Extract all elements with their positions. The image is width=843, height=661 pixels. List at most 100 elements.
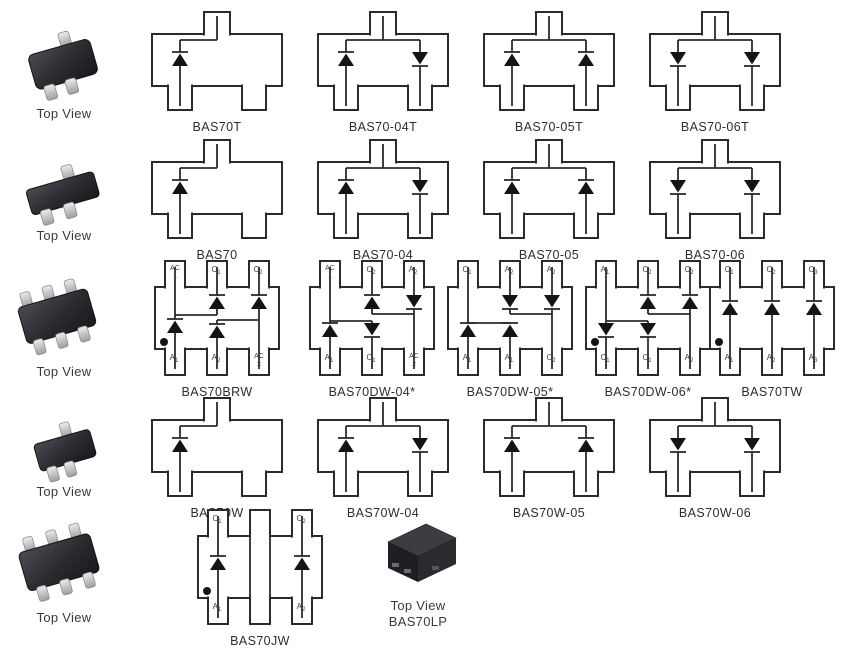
schematic-bas70t: BAS70T [142, 8, 292, 134]
diode-symbol [578, 179, 594, 194]
pin1-dot-marker [591, 338, 599, 346]
package-photo-sot23 [14, 20, 114, 113]
pin-label: A2 [212, 353, 221, 364]
pin-label: A1 [463, 353, 472, 364]
pin-label-sub: 1 [328, 273, 332, 280]
part-label: BAS70-06 [684, 248, 746, 262]
top-view-label: Top View [36, 610, 92, 625]
pin-label: A1 [325, 353, 334, 364]
pin-label: A1 [170, 353, 179, 364]
diode-symbol [578, 437, 594, 452]
package-3d-render [18, 522, 100, 602]
diode-symbol [598, 323, 614, 338]
diode-symbol [364, 294, 380, 309]
diode-symbol [460, 322, 476, 337]
pin1-dot-marker [715, 338, 723, 346]
pin-label-sub: 2 [257, 361, 261, 368]
schematic-bas70-05: BAS70-05 [474, 136, 624, 262]
pin-label: A2 [505, 265, 514, 276]
package-lead [36, 585, 50, 602]
package-outline [151, 11, 283, 111]
pin-label: A1 [601, 265, 610, 276]
top-view-label: Top View [36, 106, 92, 121]
package-body [25, 171, 100, 216]
part-label: BAS70-04T [348, 120, 418, 134]
package-outline [483, 139, 615, 239]
diode-symbol [172, 51, 188, 66]
pin-label: C2 [684, 265, 694, 276]
part-label: BAS70DW-04* [328, 385, 416, 399]
pin1-dot-marker [160, 338, 168, 346]
pin-label: C2 [253, 265, 263, 276]
pin-label: C1 [212, 514, 222, 525]
part-label: BAS70DW-05* [466, 385, 554, 399]
diode-symbol [322, 322, 338, 337]
diode-symbol [640, 323, 656, 338]
package-lead [43, 83, 58, 101]
package-outline [317, 397, 449, 497]
diode-symbol [544, 295, 560, 310]
diode-symbol [806, 300, 822, 315]
diode-symbol [764, 300, 780, 315]
part-label: BAS70TW [741, 385, 803, 399]
pin-label: C2 [366, 265, 376, 276]
package-3d-render [33, 421, 97, 483]
part-label: BAS70-06T [680, 120, 750, 134]
pin-label: C2 [546, 353, 556, 364]
pin-label-sub: 2 [412, 361, 416, 368]
package-lead [77, 325, 91, 343]
pin-label-sub: 1 [173, 273, 177, 280]
diode-symbol [504, 51, 520, 66]
top-view-label: Top View [36, 484, 92, 499]
bas70lp-part-label: BAS70LP [388, 614, 448, 629]
pin [241, 470, 267, 497]
diode-symbol [294, 555, 310, 570]
package-lead [59, 578, 73, 596]
diode-symbol [172, 437, 188, 452]
pin-label: C1 [211, 265, 221, 276]
part-label: BAS70-04 [352, 248, 414, 262]
schematic-bas70-04: BAS70-04 [308, 136, 458, 262]
part-label: BAS70W-04 [346, 506, 420, 520]
pin-label: A2 [409, 265, 418, 276]
pin-label: AC [254, 353, 264, 360]
diode-symbol [338, 51, 354, 66]
diode-symbol [722, 300, 738, 315]
diode-symbol [364, 323, 380, 338]
pin-label: C2 [642, 265, 652, 276]
schematic-bas70w-04: BAS70W-04 [308, 394, 458, 520]
package-outline [649, 397, 781, 497]
package-photo-sc75 [14, 150, 114, 243]
pin-label: A2 [547, 265, 556, 276]
pin-label: C1 [366, 353, 376, 364]
pin-label: AC [170, 265, 180, 272]
package-outline [649, 11, 781, 111]
pin-label: C1 [724, 265, 734, 276]
pin-label: A2 [685, 353, 694, 364]
package-photo-sot363 [8, 272, 108, 365]
schematic-bas70-06: BAS70-06 [640, 136, 790, 262]
schematic-bas70w-06: BAS70W-06 [640, 394, 790, 520]
pin-label: A1 [725, 353, 734, 364]
schematic-bas70: BAS70 [142, 136, 292, 262]
diode-symbol [338, 437, 354, 452]
schematic-bas70-04t: BAS70-04T [308, 8, 458, 134]
diode-symbol [167, 318, 183, 333]
diode-symbol [504, 179, 520, 194]
bas70lp-top-view-label: Top View [390, 598, 446, 613]
diode-symbol [172, 179, 188, 194]
pin-label: A1 [213, 602, 222, 613]
diode-symbol [502, 322, 518, 337]
part-label: BAS70BRW [181, 385, 253, 399]
package-lead [40, 208, 55, 226]
schematic-bas70w: BAS70W [142, 394, 292, 520]
pin-label: AC [409, 353, 419, 360]
